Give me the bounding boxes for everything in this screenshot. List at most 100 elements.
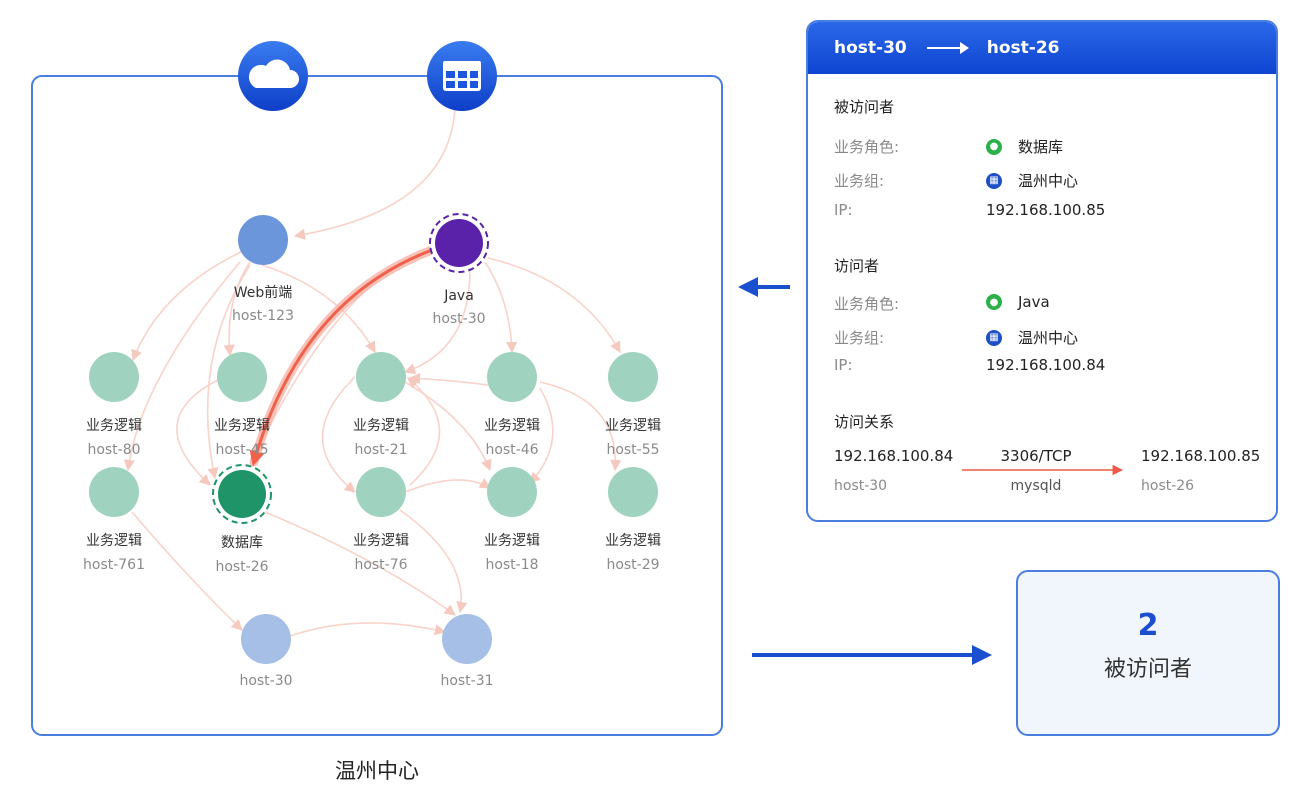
node-host-label: host-26: [215, 559, 268, 575]
visited-count-label: 被访问者: [1103, 657, 1192, 682]
visited-group-value: ▦ 温州中心: [986, 170, 1078, 191]
node-host-31[interactable]: host-31: [440, 614, 494, 689]
visitor-ip-label: IP:: [834, 356, 853, 374]
visited-count-card: 2 被访问者: [1016, 570, 1280, 736]
relation-title: 访问关系: [834, 413, 895, 431]
edge: [403, 269, 471, 375]
panel-header: host-30 host-26: [808, 22, 1276, 74]
edge: [131, 249, 246, 362]
edge: [131, 511, 243, 631]
visitor-role-label: 业务角色:: [834, 295, 900, 313]
nodes: Web前端host-123Javahost-30业务逻辑host-80业务逻辑h…: [83, 213, 661, 689]
visited-ip-value: 192.168.100.85: [986, 201, 1106, 219]
relation-dst-ip: 192.168.100.85: [1141, 447, 1261, 465]
node-host-label: host-76: [354, 557, 407, 573]
relation-process: mysqld: [1010, 478, 1062, 494]
node-host-label: host-18: [485, 557, 538, 573]
visitor-role-value: ● Java: [986, 293, 1050, 311]
node-circle[interactable]: [356, 352, 406, 402]
edge: [293, 106, 456, 240]
node-label: 业务逻辑: [353, 533, 409, 549]
node-circle[interactable]: [487, 352, 537, 402]
node-label: Java: [443, 288, 474, 304]
edge: [484, 261, 518, 354]
node-host-label: host-21: [354, 442, 407, 458]
visitor-role-text: Java: [1018, 293, 1050, 311]
node-host-label: host-55: [606, 442, 659, 458]
node-host-30[interactable]: Java host-30: [429, 213, 489, 327]
node-circle[interactable]: [608, 352, 658, 402]
node-host-label: host-761: [83, 557, 145, 573]
node-circle[interactable]: [435, 219, 483, 267]
edge: [123, 261, 241, 472]
node-circle[interactable]: [487, 467, 537, 517]
node-host-21[interactable]: 业务逻辑 host-21: [353, 352, 409, 458]
region-border: [31, 75, 723, 736]
edge: [264, 511, 456, 616]
node-host-123[interactable]: Web前端 host-123: [232, 215, 294, 324]
node-circle[interactable]: [442, 614, 492, 664]
node-host-26[interactable]: 数据库 host-26: [212, 464, 272, 575]
node-label: 业务逻辑: [484, 533, 540, 549]
edge: [407, 377, 441, 486]
edge: [321, 376, 356, 493]
node-circle[interactable]: [356, 467, 406, 517]
edge: [529, 387, 554, 484]
node-circle[interactable]: [217, 352, 267, 402]
node-label: Web前端: [234, 284, 293, 301]
user-icon: ●: [986, 294, 1002, 310]
relation-dst-host: host-26: [1141, 478, 1195, 494]
region-title: 温州中心: [335, 759, 419, 783]
node-circle[interactable]: [608, 467, 658, 517]
edge: [404, 478, 491, 493]
node-host-55[interactable]: 业务逻辑 host-55: [605, 352, 661, 458]
node-host-label: host-31: [440, 673, 493, 689]
node-host-76[interactable]: 业务逻辑 host-76: [353, 467, 409, 573]
node-label: 业务逻辑: [86, 418, 142, 434]
node-label: 业务逻辑: [484, 418, 540, 434]
user-icon: ●: [986, 138, 1002, 155]
node-host-label: host-123: [232, 308, 294, 324]
grid-icon: ▦: [986, 172, 1002, 189]
relation-src-host: host-30: [834, 478, 888, 494]
node-circle[interactable]: [218, 470, 266, 518]
edge: [404, 381, 492, 472]
node-circle[interactable]: [241, 614, 291, 664]
node-label: 数据库: [221, 535, 263, 551]
grid-icon: ▦: [986, 329, 1002, 346]
relation-src-ip: 192.168.100.84: [834, 447, 954, 465]
node-circle[interactable]: [89, 352, 139, 402]
table-icon[interactable]: [427, 41, 497, 111]
relation-port: 3306/TCP: [1000, 447, 1072, 465]
node-host-18[interactable]: 业务逻辑 host-18: [484, 467, 540, 573]
cloud-icon[interactable]: [238, 41, 308, 111]
node-host-30[interactable]: host-30: [239, 614, 293, 689]
visitor-ip-value: 192.168.100.84: [986, 356, 1106, 374]
visited-count: 2: [1137, 608, 1159, 643]
access-detail-panel: host-30 host-26 被访问者 业务角色: ● 数据库 业务组: ▦ …: [806, 20, 1278, 522]
visited-title: 被访问者: [834, 98, 895, 116]
visited-role-value: ● 数据库: [986, 136, 1063, 157]
node-host-761[interactable]: 业务逻辑 host-761: [83, 467, 145, 573]
node-host-label: host-30: [239, 673, 292, 689]
node-label: 业务逻辑: [86, 533, 142, 549]
visitor-title: 访问者: [834, 257, 880, 275]
node-label: 业务逻辑: [605, 533, 661, 549]
edges: [123, 106, 622, 637]
visited-ip-label: IP:: [834, 201, 853, 219]
node-host-80[interactable]: 业务逻辑 host-80: [86, 352, 142, 458]
edge: [176, 379, 219, 486]
node-circle[interactable]: [238, 215, 288, 265]
node-host-label: host-80: [87, 442, 140, 458]
edge: [399, 509, 468, 614]
node-host-label: host-30: [432, 311, 485, 327]
node-circle[interactable]: [89, 467, 139, 517]
edge: [206, 264, 251, 480]
node-label: 业务逻辑: [605, 418, 661, 434]
highlight-edge-core: [249, 248, 433, 467]
node-label: 业务逻辑: [353, 418, 409, 434]
